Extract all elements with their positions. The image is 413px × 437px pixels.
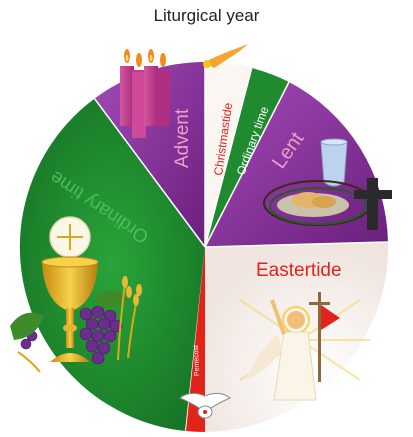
advent-candles-icon: [120, 49, 170, 138]
label-pentecost: Pentecost: [193, 345, 201, 376]
label-advent: Advent: [172, 108, 193, 168]
label-eastertide: Eastertide: [256, 260, 342, 281]
host-wafer-icon: [50, 217, 90, 257]
